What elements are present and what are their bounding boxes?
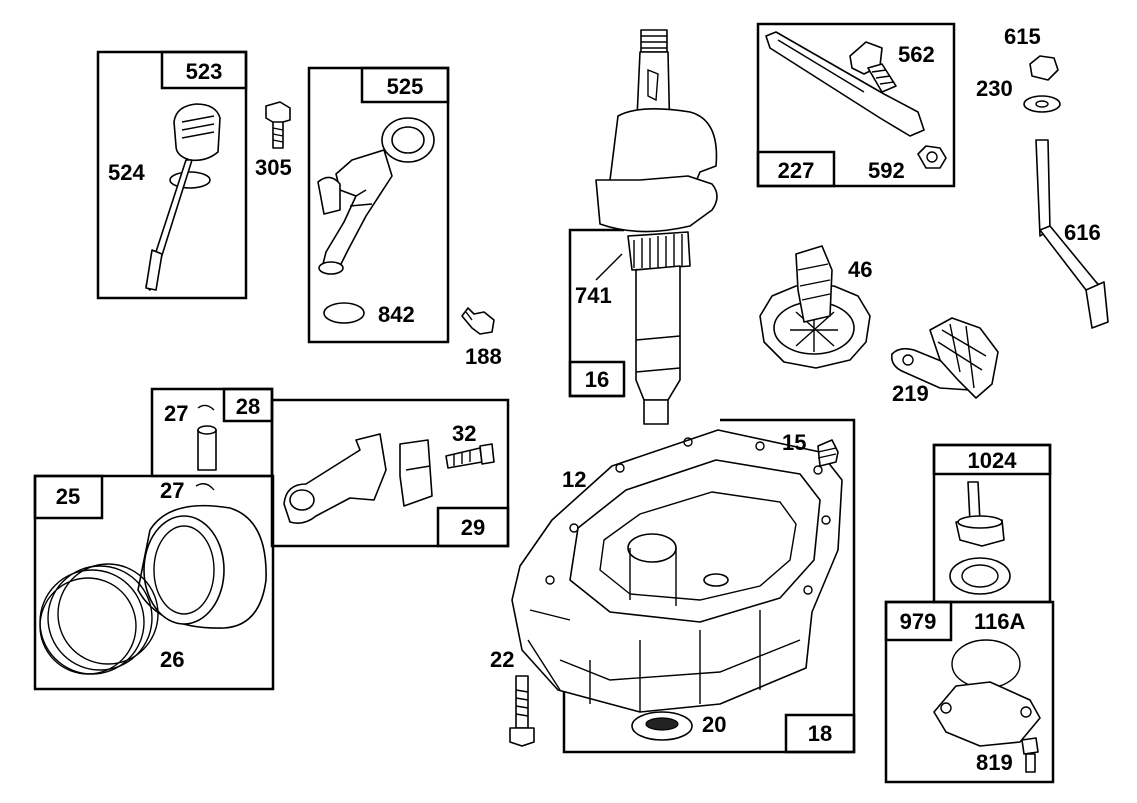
part-label-1024: 1024 — [968, 448, 1018, 473]
crankshaft-part — [595, 29, 718, 425]
part-label-27-top: 27 — [164, 401, 188, 426]
connecting-rod-part — [283, 433, 433, 524]
group-525-label-box — [360, 66, 450, 104]
bolt-188: 188 — [461, 307, 502, 369]
nut-592 — [917, 145, 947, 169]
o-ring-116a — [951, 639, 1021, 689]
group-18-label-box — [784, 713, 856, 754]
group-1024-oil-pump: 1024 — [932, 443, 1052, 604]
fill-tube-part — [317, 117, 435, 275]
part-label-15: 15 — [782, 430, 806, 455]
part-label-22: 22 — [490, 647, 514, 672]
bolt-22: 22 — [490, 647, 535, 747]
part-label-616: 616 — [1064, 220, 1101, 245]
part-label-12: 12 — [562, 467, 586, 492]
plug-15 — [817, 439, 839, 467]
part-label-26: 26 — [160, 647, 184, 672]
group-227-label-box — [756, 150, 836, 188]
part-label-16: 16 — [585, 367, 609, 392]
piston-part — [137, 504, 267, 629]
parts-615-230-616: 615 230 616 — [976, 24, 1109, 329]
clip-27-bottom — [195, 483, 215, 491]
part-label-32: 32 — [452, 421, 476, 446]
dipstick-part — [145, 103, 221, 291]
part-label-592: 592 — [868, 158, 905, 183]
part-label-188: 188 — [465, 344, 502, 369]
governor-shaft-616 — [1035, 139, 1109, 329]
part-label-219: 219 — [892, 381, 929, 406]
nut-615 — [1029, 55, 1059, 81]
part-label-524: 524 — [108, 160, 145, 185]
bolt-819 — [1021, 737, 1039, 773]
part-label-46: 46 — [848, 257, 872, 282]
leader-741 — [595, 253, 623, 281]
part-label-615: 615 — [1004, 24, 1041, 49]
part-label-29: 29 — [461, 515, 485, 540]
wrist-pin — [197, 425, 217, 471]
part-label-819: 819 — [976, 750, 1013, 775]
group-979-pump-cover: 979 116A 819 — [884, 600, 1055, 784]
group-523-label-box — [160, 50, 248, 90]
pump-shaft-part — [955, 481, 1005, 547]
group-525-oil-fill-tube: 525 842 — [307, 66, 450, 344]
group-227-frame — [756, 22, 956, 188]
lever-arm — [765, 31, 925, 137]
group-25-frame — [33, 474, 275, 691]
group-28-piston-pin: 28 27 — [150, 387, 274, 478]
camshaft-46: 46 — [759, 245, 872, 369]
bolt-32 — [445, 443, 495, 469]
clip-27-top — [197, 404, 215, 411]
part-label-27-bottom: 27 — [160, 478, 184, 503]
part-label-20: 20 — [702, 712, 726, 737]
group-979-label-box — [884, 600, 953, 642]
oil-seal-20 — [631, 711, 693, 741]
group-227-governor-lever: 227 562 592 — [756, 22, 956, 188]
part-label-305: 305 — [255, 155, 292, 180]
piston-rings-part — [39, 563, 159, 675]
part-label-525: 525 — [387, 74, 424, 99]
group-29-connecting-rod: 29 32 — [270, 398, 510, 548]
group-16-label-box — [568, 360, 626, 398]
part-label-25: 25 — [56, 484, 80, 509]
group-18-oil-sump: 18 12 15 20 — [511, 418, 856, 754]
pump-cover-819 — [933, 681, 1041, 747]
part-label-523: 523 — [186, 59, 223, 84]
sump-part — [511, 429, 843, 713]
group-29-frame — [270, 398, 510, 548]
part-label-741: 741 — [575, 283, 612, 308]
group-1024-label-box — [932, 443, 1052, 476]
governor-assembly-219: 219 — [890, 317, 999, 406]
part-label-842: 842 — [378, 302, 415, 327]
o-ring-842 — [323, 302, 365, 324]
group-979-frame — [884, 600, 1055, 784]
washer-230 — [1023, 95, 1061, 113]
part-label-230: 230 — [976, 76, 1013, 101]
part-label-227: 227 — [778, 158, 815, 183]
bolt-305: 305 — [255, 101, 292, 180]
pump-rotor-part — [949, 557, 1011, 595]
part-label-562: 562 — [898, 42, 935, 67]
group-25-label-box — [33, 474, 104, 520]
group-29-label-box — [436, 506, 510, 548]
part-label-18: 18 — [808, 721, 832, 746]
group-523-dipstick: 523 524 — [96, 50, 248, 300]
part-label-116a: 116A — [974, 609, 1025, 634]
part-label-28: 28 — [236, 394, 260, 419]
group-16-crankshaft: 16 741 — [568, 29, 718, 425]
part-label-979: 979 — [900, 609, 937, 634]
group-25-piston: 25 27 26 — [33, 474, 275, 691]
